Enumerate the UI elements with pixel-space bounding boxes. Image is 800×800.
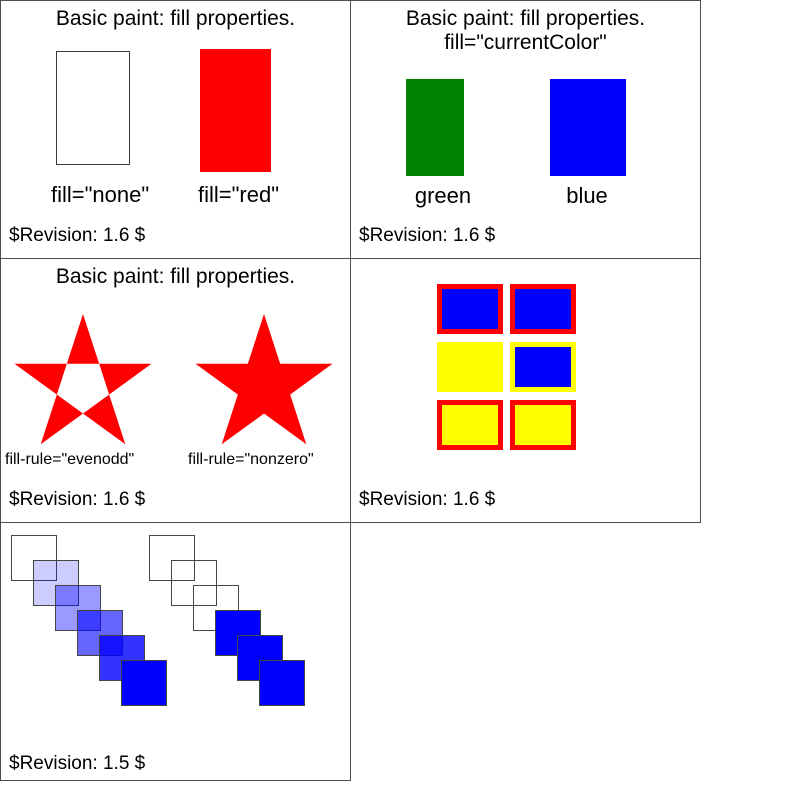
grid-rect [437, 400, 503, 450]
grid-rect [437, 342, 503, 392]
revision-text: $Revision: 1.6 $ [359, 489, 496, 510]
test-cell-fill-opacity: $Revision: 1.5 $ [0, 522, 351, 781]
fill-rule-stars [14, 314, 333, 445]
cell-title: Basic paint: fill properties. [55, 7, 296, 30]
swatch-blue [550, 79, 626, 176]
grid-rect [510, 400, 576, 450]
fill-opacity-right-group [1, 523, 350, 780]
star-nonzero [195, 314, 333, 445]
test-cell-fill-basic: Basic paint: fill properties. fill="none… [0, 0, 351, 259]
cell-subtitle: fill="currentColor" [444, 31, 607, 54]
fill-opacity-square [121, 660, 167, 706]
test-cell-currentcolor: Basic paint: fill properties. fill="curr… [350, 0, 701, 259]
fill-square [259, 660, 305, 706]
star-evenodd [14, 314, 152, 445]
revision-text: $Revision: 1.6 $ [359, 225, 496, 246]
revision-text: $Revision: 1.5 $ [9, 753, 146, 774]
fill-square [171, 560, 217, 606]
swatch-fill-red [200, 49, 271, 172]
fill-square [149, 535, 195, 581]
label-blue: blue [566, 183, 608, 208]
label-fill-rule-evenodd: fill-rule="evenodd" [5, 451, 135, 468]
fill-opacity-square [33, 560, 79, 606]
label-fill-rule-nonzero: fill-rule="nonzero" [188, 451, 314, 468]
grid-rect [510, 342, 576, 392]
fill-opacity-square [11, 535, 57, 581]
cell-title: Basic paint: fill properties. [55, 265, 296, 288]
swatch-green [406, 79, 464, 176]
label-green: green [414, 183, 472, 208]
grid-rect [510, 284, 576, 334]
fill-opacity-left-group [1, 523, 350, 780]
revision-text: $Revision: 1.6 $ [9, 489, 146, 510]
paint-grid [351, 259, 700, 522]
test-cell-paint-grid: $Revision: 1.6 $ [350, 258, 701, 523]
cell-title: Basic paint: fill properties. [405, 7, 646, 30]
label-fill-none: fill="none" [51, 182, 150, 207]
revision-text: $Revision: 1.6 $ [9, 225, 146, 246]
test-cell-fill-rule: Basic paint: fill properties. fill-rule=… [0, 258, 351, 523]
swatch-fill-none [56, 51, 130, 165]
grid-rect [437, 284, 503, 334]
label-fill-red: fill="red" [198, 182, 280, 207]
